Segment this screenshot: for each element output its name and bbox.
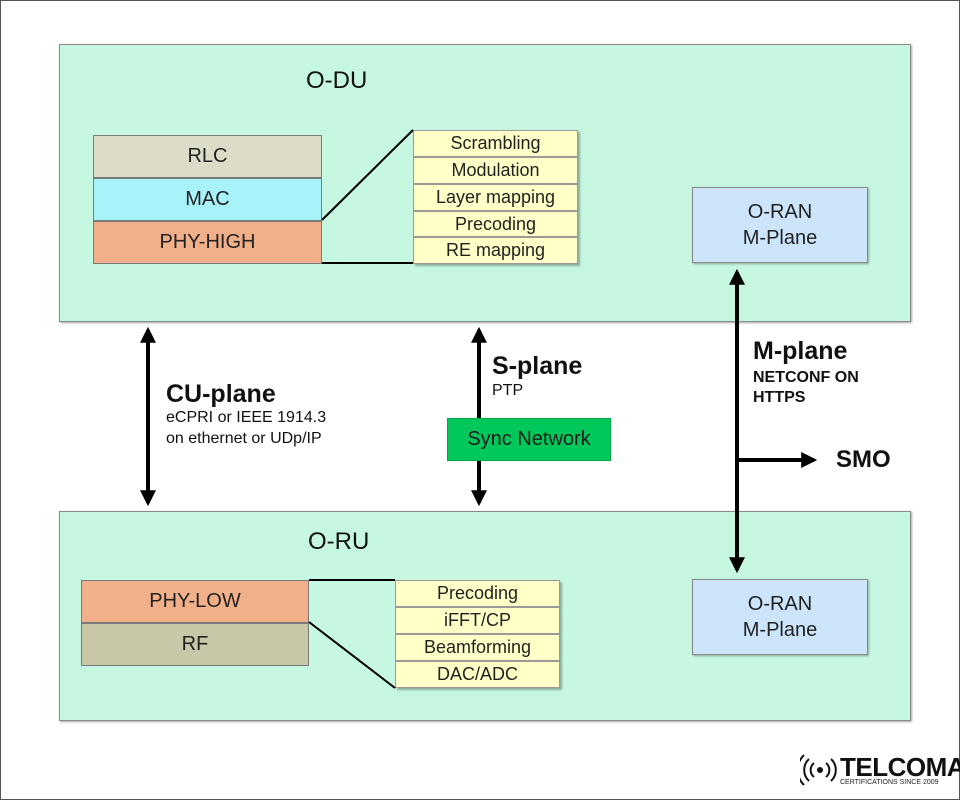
oru-function-ifft-cp: iFFT/CP xyxy=(395,607,560,634)
odu-title: O-DU xyxy=(306,67,368,94)
odu-mplane-box: O-RAN M-Plane xyxy=(692,187,868,263)
logo-tagline: CERTIFICATIONS SINCE 2009 xyxy=(840,779,939,786)
odu-mplane-line2: M-Plane xyxy=(742,227,818,249)
m-plane-title: M-plane xyxy=(753,337,848,365)
oru-title: O-RU xyxy=(308,528,370,555)
oru-function-dac-adc: DAC/ADC xyxy=(395,661,560,688)
oru-phy-low-layer: PHY-LOW xyxy=(81,580,309,623)
s-plane-title: S-plane xyxy=(492,352,583,380)
odu-zoom-line-top xyxy=(321,129,414,221)
odu-function-scrambling: Scrambling xyxy=(413,130,578,157)
smo-label: SMO xyxy=(836,446,891,473)
oru-zoom-line-bottom xyxy=(308,621,396,689)
s-plane-sub: PTP xyxy=(492,382,524,399)
m-plane-line2: HTTPS xyxy=(753,389,806,406)
odu-function-re-mapping: RE mapping xyxy=(413,237,578,264)
oru-mplane-box: O-RAN M-Plane xyxy=(692,579,868,655)
sync-network-box: Sync Network xyxy=(447,418,611,461)
odu-function-layer-mapping: Layer mapping xyxy=(413,184,578,211)
odu-phy-high-layer: PHY-HIGH xyxy=(93,221,322,264)
oru-function-precoding: Precoding xyxy=(395,580,560,607)
odu-function-precoding: Precoding xyxy=(413,211,578,237)
m-plane-line1: NETCONF ON xyxy=(753,369,859,386)
odu-mplane-line1: O-RAN xyxy=(747,201,813,223)
logo-name: TELCOMA xyxy=(840,752,960,782)
odu-function-modulation: Modulation xyxy=(413,157,578,184)
oru-mplane-line2: M-Plane xyxy=(742,619,818,641)
cu-plane-line2: on ethernet or UDp/IP xyxy=(166,430,322,447)
odu-mac-layer: MAC xyxy=(93,178,322,221)
oru-rf-layer: RF xyxy=(81,623,309,666)
signal-waves-icon xyxy=(800,754,837,786)
cu-plane-title: CU-plane xyxy=(166,380,276,408)
oru-mplane-line1: O-RAN xyxy=(747,593,813,615)
oru-function-beamforming: Beamforming xyxy=(395,634,560,661)
telcoma-logo: TELCOMA CERTIFICATIONS SINCE 2009 xyxy=(800,752,960,788)
cu-plane-line1: eCPRI or IEEE 1914.3 xyxy=(166,409,327,426)
odu-rlc-layer: RLC xyxy=(93,135,322,178)
